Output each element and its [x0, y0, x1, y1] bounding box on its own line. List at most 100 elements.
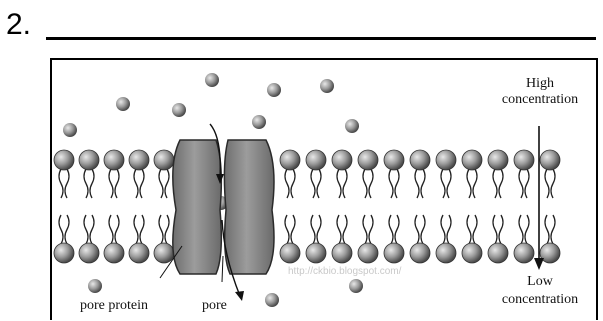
lipid-tail — [134, 169, 138, 198]
phospholipid-head-icon — [306, 243, 326, 263]
lipid-tail — [389, 169, 393, 198]
lipid-tail — [317, 215, 321, 244]
lipid-tail — [363, 215, 367, 244]
lipid-tail — [519, 169, 523, 198]
phospholipid-head-icon — [514, 243, 534, 263]
lipid-tail — [65, 215, 69, 244]
phospholipid-head-icon — [436, 150, 456, 170]
channel-protein — [160, 124, 274, 301]
lipid-tail — [140, 215, 144, 244]
lipid-tail — [447, 169, 451, 198]
lipid-tail — [291, 169, 295, 198]
solute-molecule-icon — [88, 279, 102, 293]
lipid-tail — [291, 215, 295, 244]
phospholipid-head-icon — [332, 150, 352, 170]
solute-molecule-icon — [345, 119, 359, 133]
lipid-tail — [109, 215, 113, 244]
lipid-tail — [84, 169, 88, 198]
phospholipid-head-icon — [54, 150, 74, 170]
phospholipid-head-icon — [514, 150, 534, 170]
solute-molecule-icon — [320, 79, 334, 93]
lipid-tail — [519, 215, 523, 244]
solute-molecule-icon — [265, 293, 279, 307]
lipid-tail — [343, 169, 347, 198]
question-number: 2. — [6, 8, 31, 42]
lipid-tail — [441, 169, 445, 198]
phospholipid-head-icon — [154, 243, 174, 263]
phospholipid-head-icon — [54, 243, 74, 263]
phospholipid-head-icon — [280, 150, 300, 170]
phospholipid-head-icon — [462, 243, 482, 263]
phospholipid-head-icon — [306, 150, 326, 170]
lipid-tail — [447, 215, 451, 244]
lipid-tail — [415, 215, 419, 244]
phospholipid-head-icon — [410, 243, 430, 263]
phospholipid-head-icon — [332, 243, 352, 263]
lipid-tail — [415, 169, 419, 198]
lipid-tail — [421, 169, 425, 198]
lipid-tail — [159, 169, 163, 198]
phospholipid-head-icon — [488, 150, 508, 170]
phospholipid-head-icon — [79, 243, 99, 263]
lipid-tail — [369, 215, 373, 244]
lipid-tail — [159, 215, 163, 244]
lipid-tail — [84, 215, 88, 244]
lipid-tail — [499, 169, 503, 198]
lipid-tail — [90, 215, 94, 244]
lipid-tail — [59, 169, 63, 198]
phospholipid-head-icon — [79, 150, 99, 170]
lipid-tail — [551, 169, 555, 198]
pore-pointer — [222, 256, 223, 282]
lipid-tail — [115, 169, 119, 198]
answer-line — [46, 37, 596, 40]
solute-molecule-icon — [205, 73, 219, 87]
lipid-tail — [369, 169, 373, 198]
phospholipid-head-icon — [462, 150, 482, 170]
phospholipid-head-icon — [154, 150, 174, 170]
lipid-tail — [493, 215, 497, 244]
lipid-tail — [395, 215, 399, 244]
lipid-tail — [337, 169, 341, 198]
lipid-tail — [551, 215, 555, 244]
solute-molecule-icon — [349, 279, 363, 293]
lipid-tail — [473, 215, 477, 244]
phospholipid-head-icon — [129, 243, 149, 263]
pore-protein-label: pore protein — [80, 298, 148, 314]
phospholipid-head-icon — [410, 150, 430, 170]
lipid-tail — [165, 169, 169, 198]
protein-subunit-left — [173, 140, 222, 274]
lipid-tail — [59, 215, 63, 244]
lipid-tail — [65, 169, 69, 198]
lipid-tail — [285, 169, 289, 198]
lipid-tail — [337, 215, 341, 244]
phospholipid-head-icon — [384, 150, 404, 170]
lipid-tail — [493, 169, 497, 198]
high-label-line2: concentration — [494, 92, 586, 108]
low-label-line1: Low — [510, 274, 570, 290]
arrowhead-icon — [235, 291, 244, 301]
phospholipid-head-icon — [384, 243, 404, 263]
lipid-tail — [115, 215, 119, 244]
lipid-tail — [109, 169, 113, 198]
lipid-tail — [363, 169, 367, 198]
lipid-tail — [140, 169, 144, 198]
lipid-tail — [90, 169, 94, 198]
high-label-line1: High — [510, 76, 570, 92]
lipid-tail — [545, 215, 549, 244]
lipid-tail — [441, 215, 445, 244]
phospholipid-head-icon — [540, 150, 560, 170]
phospholipid-head-icon — [488, 243, 508, 263]
lipid-tail — [467, 215, 471, 244]
lipid-tail — [134, 215, 138, 244]
lipid-tail — [499, 215, 503, 244]
solute-molecule-icon — [116, 97, 130, 111]
lipid-tail — [317, 169, 321, 198]
lipid-tail — [525, 169, 529, 198]
solute-molecule-icon — [267, 83, 281, 97]
phospholipid-head-icon — [104, 243, 124, 263]
phospholipid-head-icon — [358, 243, 378, 263]
lipid-tail — [285, 215, 289, 244]
lipid-tail — [389, 215, 393, 244]
phospholipid-head-icon — [436, 243, 456, 263]
phospholipid-head-icon — [280, 243, 300, 263]
